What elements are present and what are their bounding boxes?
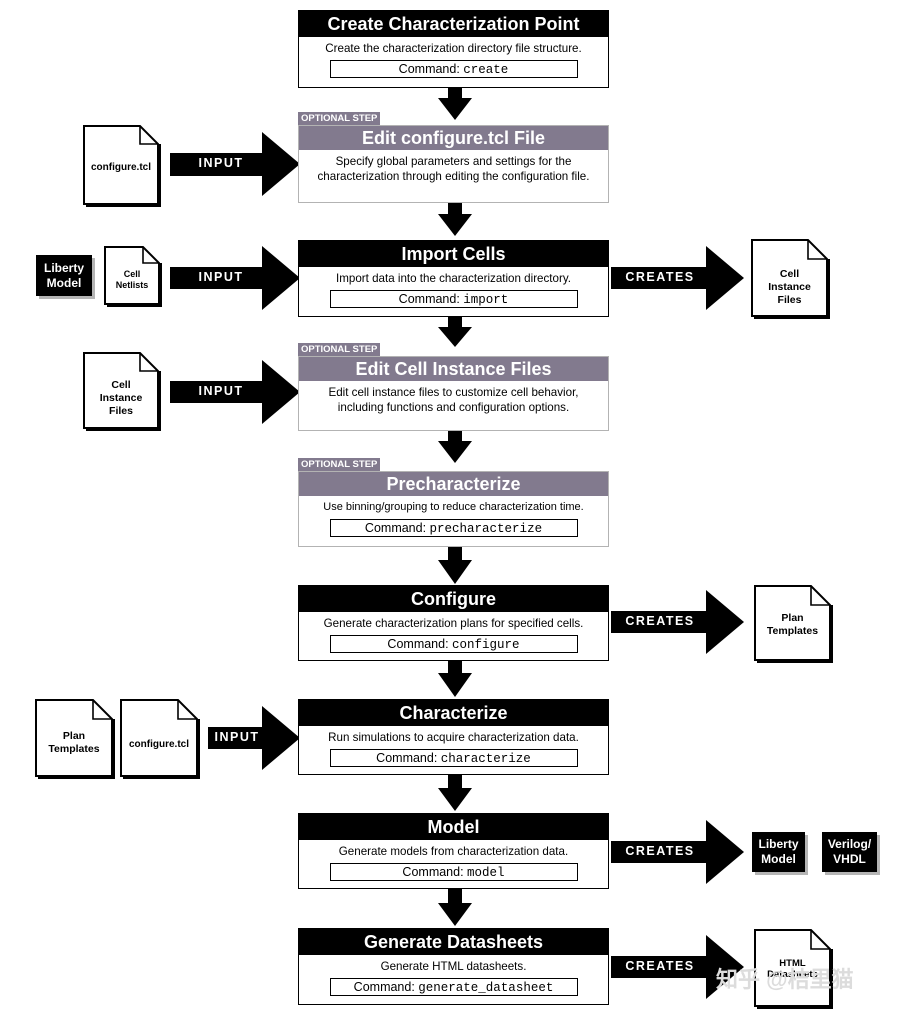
- optional-step-tag: OPTIONAL STEP: [298, 458, 381, 471]
- file-label: Plan Templates: [48, 730, 100, 755]
- command-name: generate_datasheet: [418, 981, 554, 995]
- command-name: configure: [452, 638, 520, 652]
- creates-label: CREATES: [625, 270, 695, 284]
- step-precharacterize: Precharacterize Use binning/grouping to …: [298, 471, 609, 547]
- input-label: INPUT: [198, 270, 244, 284]
- input-arrow: [208, 706, 300, 770]
- liberty-model-input: Liberty Model: [36, 255, 92, 296]
- step-import-cells: Import Cells Import data into the charac…: [298, 240, 609, 317]
- command-box: Command: create: [329, 60, 578, 78]
- down-arrow: [438, 202, 472, 236]
- command-name: import: [463, 293, 509, 307]
- command-box: Command: configure: [329, 635, 578, 653]
- creates-label: CREATES: [625, 614, 695, 628]
- command-box: Command: model: [329, 863, 578, 881]
- step-title: Edit Cell Instance Files: [299, 357, 608, 381]
- step-description: Create the characterization directory fi…: [325, 42, 582, 55]
- cell-instance-files-output: Cell Instance Files: [752, 240, 827, 316]
- command-box: Command: import: [329, 290, 578, 308]
- file-label: Cell Instance Files: [99, 379, 143, 417]
- file-label: Cell Instance Files: [768, 268, 811, 306]
- step-create-characterization-point: Create Characterization Point Create the…: [298, 10, 609, 88]
- command-prefix: Command:: [387, 637, 449, 651]
- file-label: Plan Templates: [766, 612, 819, 637]
- creates-label: CREATES: [625, 844, 695, 858]
- file-label: Verilog/ VHDL: [827, 837, 872, 866]
- step-title: Edit configure.tcl File: [299, 126, 608, 150]
- step-description: Use binning/grouping to reduce character…: [323, 501, 584, 513]
- file-label: configure.tcl: [90, 162, 151, 173]
- input-label: INPUT: [214, 730, 260, 744]
- verilog-vhdl-output: Verilog/ VHDL: [822, 832, 877, 872]
- command-prefix: Command:: [364, 521, 427, 535]
- step-generate-datasheets: Generate Datasheets Generate HTML datash…: [298, 928, 609, 1005]
- creates-arrow: [611, 935, 744, 999]
- step-title: Characterize: [299, 700, 608, 726]
- command-prefix: Command:: [402, 865, 464, 879]
- step-description: Run simulations to acquire characterizat…: [328, 731, 579, 744]
- command-name: create: [463, 63, 509, 77]
- down-arrow: [438, 546, 472, 584]
- creates-label: CREATES: [625, 959, 695, 973]
- step-configure: Configure Generate characterization plan…: [298, 585, 609, 661]
- step-title: Import Cells: [299, 241, 608, 267]
- html-datasheets-output: HTML Datasheets: [755, 930, 830, 1006]
- down-arrow: [438, 660, 472, 697]
- step-description: Generate characterization plans for spec…: [323, 617, 584, 630]
- input-label: INPUT: [198, 156, 244, 170]
- cell-netlists-file: Cell Netlists: [105, 247, 159, 304]
- file-label: Liberty Model: [43, 260, 84, 290]
- configure-tcl-file: configure.tcl: [121, 700, 197, 776]
- command-name: precharacterize: [429, 522, 543, 536]
- command-box: Command: characterize: [329, 749, 578, 767]
- file-label: Liberty Model: [758, 837, 799, 866]
- file-label: Cell Netlists: [115, 269, 149, 290]
- step-description: Generate HTML datasheets.: [380, 960, 527, 973]
- step-description: Import data into the characterization di…: [336, 272, 571, 285]
- step-description: Edit cell instance files to customize ce…: [328, 386, 579, 414]
- creates-arrow: [611, 590, 744, 654]
- down-arrow: [438, 430, 472, 463]
- creates-arrow: [611, 820, 744, 884]
- step-edit-cell-instance-files: Edit Cell Instance Files Edit cell insta…: [298, 356, 609, 431]
- input-label: INPUT: [198, 384, 244, 398]
- step-title: Create Characterization Point: [299, 11, 608, 37]
- command-prefix: Command:: [398, 62, 460, 76]
- step-model: Model Generate models from characterizat…: [298, 813, 609, 889]
- command-box: Command: precharacterize: [329, 519, 578, 537]
- command-prefix: Command:: [376, 751, 438, 765]
- step-edit-configure-tcl: Edit configure.tcl File Specify global p…: [298, 125, 609, 203]
- command-prefix: Command:: [398, 292, 460, 306]
- step-description: Generate models from characterization da…: [338, 845, 569, 858]
- down-arrow: [438, 86, 472, 120]
- command-box: Command: generate_datasheet: [329, 978, 578, 996]
- plan-templates-output: Plan Templates: [755, 586, 830, 660]
- plan-templates-input: Plan Templates: [36, 700, 112, 776]
- step-title: Precharacterize: [299, 472, 608, 496]
- file-label: HTML Datasheets: [767, 958, 818, 980]
- input-arrow: [170, 246, 300, 310]
- step-description: Specify global parameters and settings f…: [317, 155, 590, 183]
- optional-step-tag: OPTIONAL STEP: [298, 343, 381, 356]
- creates-arrow: [611, 246, 744, 310]
- down-arrow: [438, 316, 472, 347]
- watermark: 知乎 @桔里猫: [716, 967, 854, 992]
- cell-instance-files-input: Cell Instance Files: [84, 353, 158, 428]
- command-prefix: Command:: [353, 980, 415, 994]
- down-arrow: [438, 888, 472, 926]
- input-arrow: [170, 132, 300, 196]
- step-characterize: Characterize Run simulations to acquire …: [298, 699, 609, 775]
- input-arrow: [170, 360, 300, 424]
- command-name: model: [467, 866, 505, 880]
- down-arrow: [438, 774, 472, 811]
- step-title: Configure: [299, 586, 608, 612]
- liberty-model-output: Liberty Model: [752, 832, 805, 872]
- step-title: Generate Datasheets: [299, 929, 608, 955]
- configure-tcl-file: configure.tcl: [84, 126, 158, 204]
- file-label: configure.tcl: [128, 739, 189, 750]
- step-title: Model: [299, 814, 608, 840]
- optional-step-tag: OPTIONAL STEP: [298, 112, 381, 125]
- command-name: characterize: [440, 752, 531, 766]
